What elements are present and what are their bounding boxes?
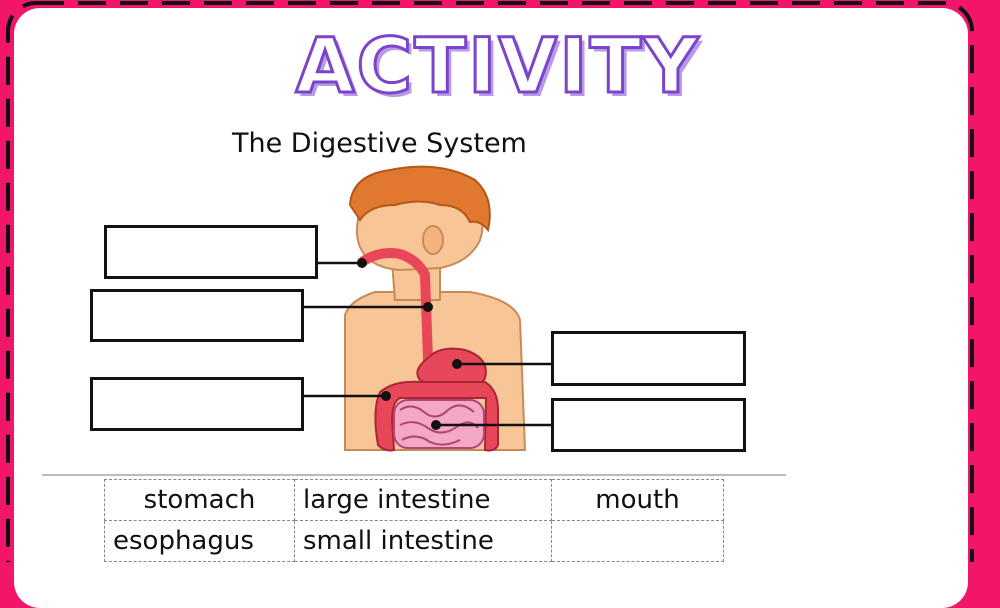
pointer-dots: [357, 258, 462, 430]
word-bank-empty-cell: [551, 520, 724, 562]
section-divider: [42, 474, 786, 476]
page-frame: [6, 1, 974, 562]
pointer-lines: [304, 261, 551, 427]
word-bank-item[interactable]: mouth: [551, 479, 724, 521]
hair-shape: [348, 165, 491, 233]
answer-box-small-intestine[interactable]: [551, 398, 746, 452]
word-bank-row: esophagus small intestine: [104, 520, 724, 562]
digestive-system-illustration: [304, 165, 551, 452]
ear-shape: [422, 225, 444, 255]
large-intestine-shape: [374, 380, 499, 452]
answer-box-large-intestine[interactable]: [90, 377, 304, 431]
dashed-border: [6, 1, 974, 562]
word-bank-row: stomach large intestine mouth: [104, 479, 724, 521]
answer-box-mouth[interactable]: [104, 225, 318, 279]
word-bank-item[interactable]: large intestine: [294, 479, 552, 521]
word-bank-item[interactable]: small intestine: [294, 520, 552, 562]
activity-title: ACTIVITY: [294, 21, 701, 110]
worksheet-subtitle: The Digestive System: [232, 128, 527, 159]
answer-box-stomach[interactable]: [551, 331, 746, 386]
answer-box-esophagus[interactable]: [90, 289, 304, 342]
word-bank-item[interactable]: stomach: [104, 479, 295, 521]
word-bank: stomach large intestine mouth esophagus …: [104, 479, 724, 562]
word-bank-item[interactable]: esophagus: [104, 520, 295, 562]
